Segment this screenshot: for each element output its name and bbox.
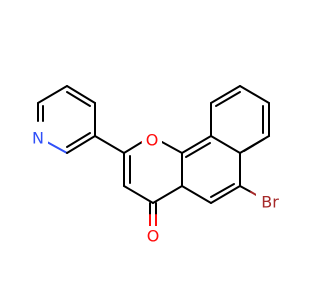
naphthalene-middle-ring — [181, 135, 241, 204]
structure-diagram: O O N Br — [28, 85, 284, 248]
bond — [152, 185, 183, 204]
molecule-svg: O O N Br — [28, 85, 284, 248]
label-background — [28, 128, 48, 150]
naphthalene-upper-ring — [210, 85, 270, 154]
pyridine-ring — [37, 85, 96, 154]
bond — [210, 185, 241, 204]
bond — [243, 138, 265, 152]
label-background — [256, 192, 284, 214]
bond — [181, 135, 212, 154]
bond — [123, 185, 154, 204]
bond — [215, 91, 241, 107]
bond — [94, 135, 125, 154]
bond — [123, 141, 143, 154]
bond — [66, 132, 91, 148]
label-background — [142, 130, 162, 152]
bond — [210, 135, 241, 154]
bond — [210, 85, 241, 104]
bond — [161, 141, 183, 154]
bond — [66, 91, 91, 107]
bond — [66, 135, 96, 154]
pyridine-nitrogen-label: N — [32, 129, 44, 148]
bond — [46, 141, 68, 154]
bond — [239, 185, 252, 193]
carbonyl-group — [149, 202, 157, 227]
atom-labels: O O N Br — [28, 128, 284, 248]
bond — [185, 142, 211, 158]
ring-oxygen-label: O — [146, 131, 159, 150]
bond — [181, 185, 212, 204]
carbonyl-oxygen-label: O — [147, 227, 160, 246]
bond — [210, 183, 235, 198]
label-background — [143, 226, 163, 248]
bond — [37, 85, 68, 104]
bromine-label: Br — [261, 193, 279, 212]
bond — [66, 85, 96, 104]
bond — [239, 85, 270, 104]
bromine-substituent — [239, 185, 259, 197]
